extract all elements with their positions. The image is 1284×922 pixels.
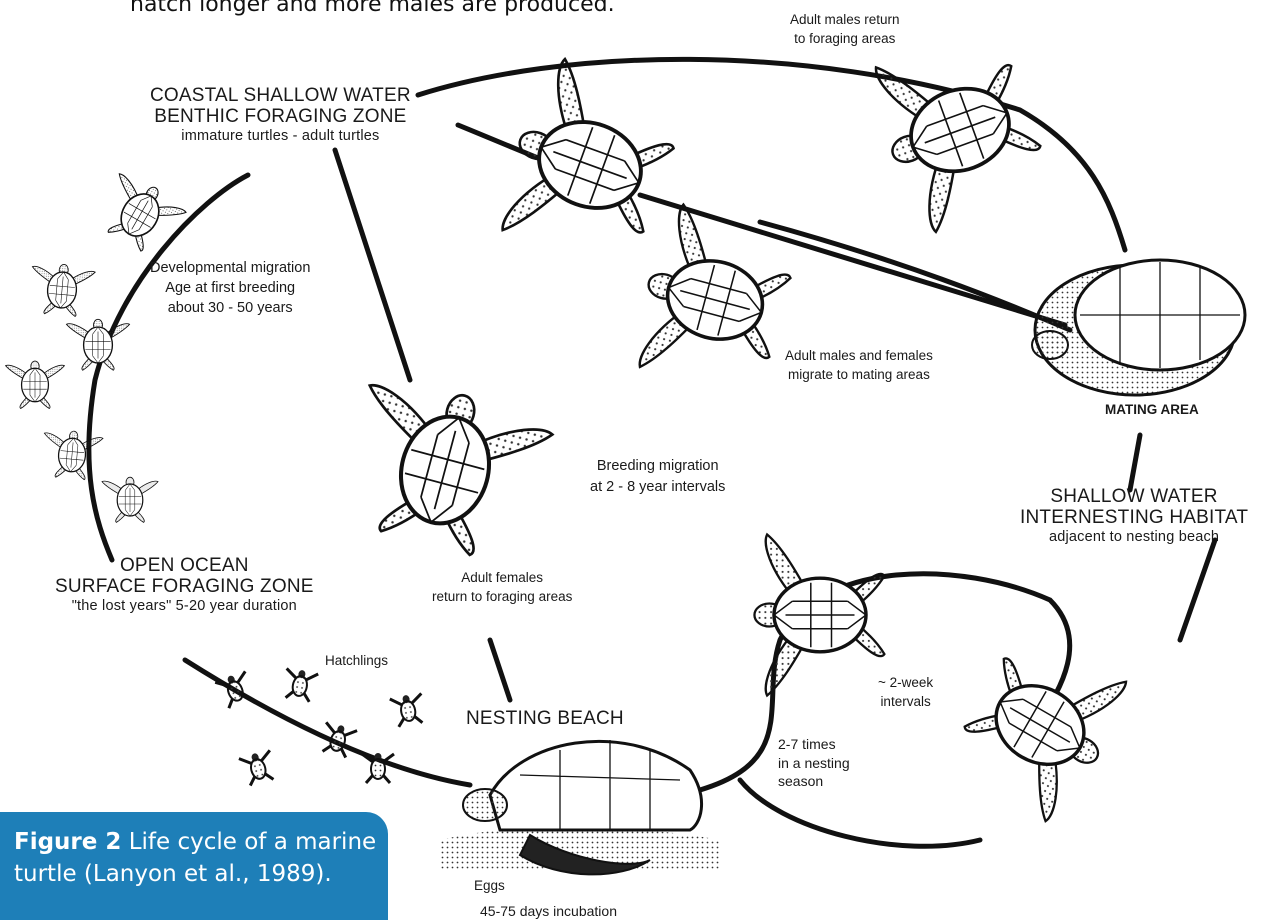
figure-caption: Figure 2 Life cycle of a marine turtle (… [0,812,388,920]
figure-number: Figure 2 [14,829,121,855]
mating-turtles [1032,260,1245,395]
turtle-foraging-1 [489,54,689,275]
turtle-male-return [863,24,1056,237]
intro-text: hatch longer and more males are produced… [130,0,615,17]
breeding-migration-label: Breeding migration at 2 - 8 year interva… [590,458,725,495]
turtle-internesting-2 [944,623,1137,827]
mating-area-label: MATING AREA [1105,402,1199,417]
nesting-beach-label: NESTING BEACH [466,708,624,729]
turtle-internesting-1 [754,535,884,696]
nesting-turtle [440,740,720,874]
internesting-label: SHALLOW WATER INTERNESTING HABITAT adjac… [1020,486,1248,545]
times-per-season-label: 2-7 times in a nesting season [778,737,850,790]
open-ocean-label: OPEN OCEAN SURFACE FORAGING ZONE "the lo… [55,555,314,614]
hatchling [215,670,255,709]
adults-migrate-label: Adult males and females migrate to matin… [785,348,933,382]
turtle-migrating [627,201,801,398]
adult-females-return-label: Adult females return to foraging areas [432,570,572,604]
eggs-label: Eggs [474,878,505,893]
adult-males-return-label: Adult males return to foraging areas [790,12,900,46]
incubation-label: 45-75 days incubation [480,904,617,920]
turtle-female-return [334,371,556,567]
two-week-intervals-label: ~ 2-week intervals [878,675,933,709]
females-return-path [490,640,510,700]
coastal-zone-label: COASTAL SHALLOW WATER BENTHIC FORAGING Z… [150,85,411,144]
breeding-path [335,150,410,380]
developmental-migration-label: Developmental migration Age at first bre… [150,260,310,317]
hatchlings-label: Hatchlings [325,653,388,668]
